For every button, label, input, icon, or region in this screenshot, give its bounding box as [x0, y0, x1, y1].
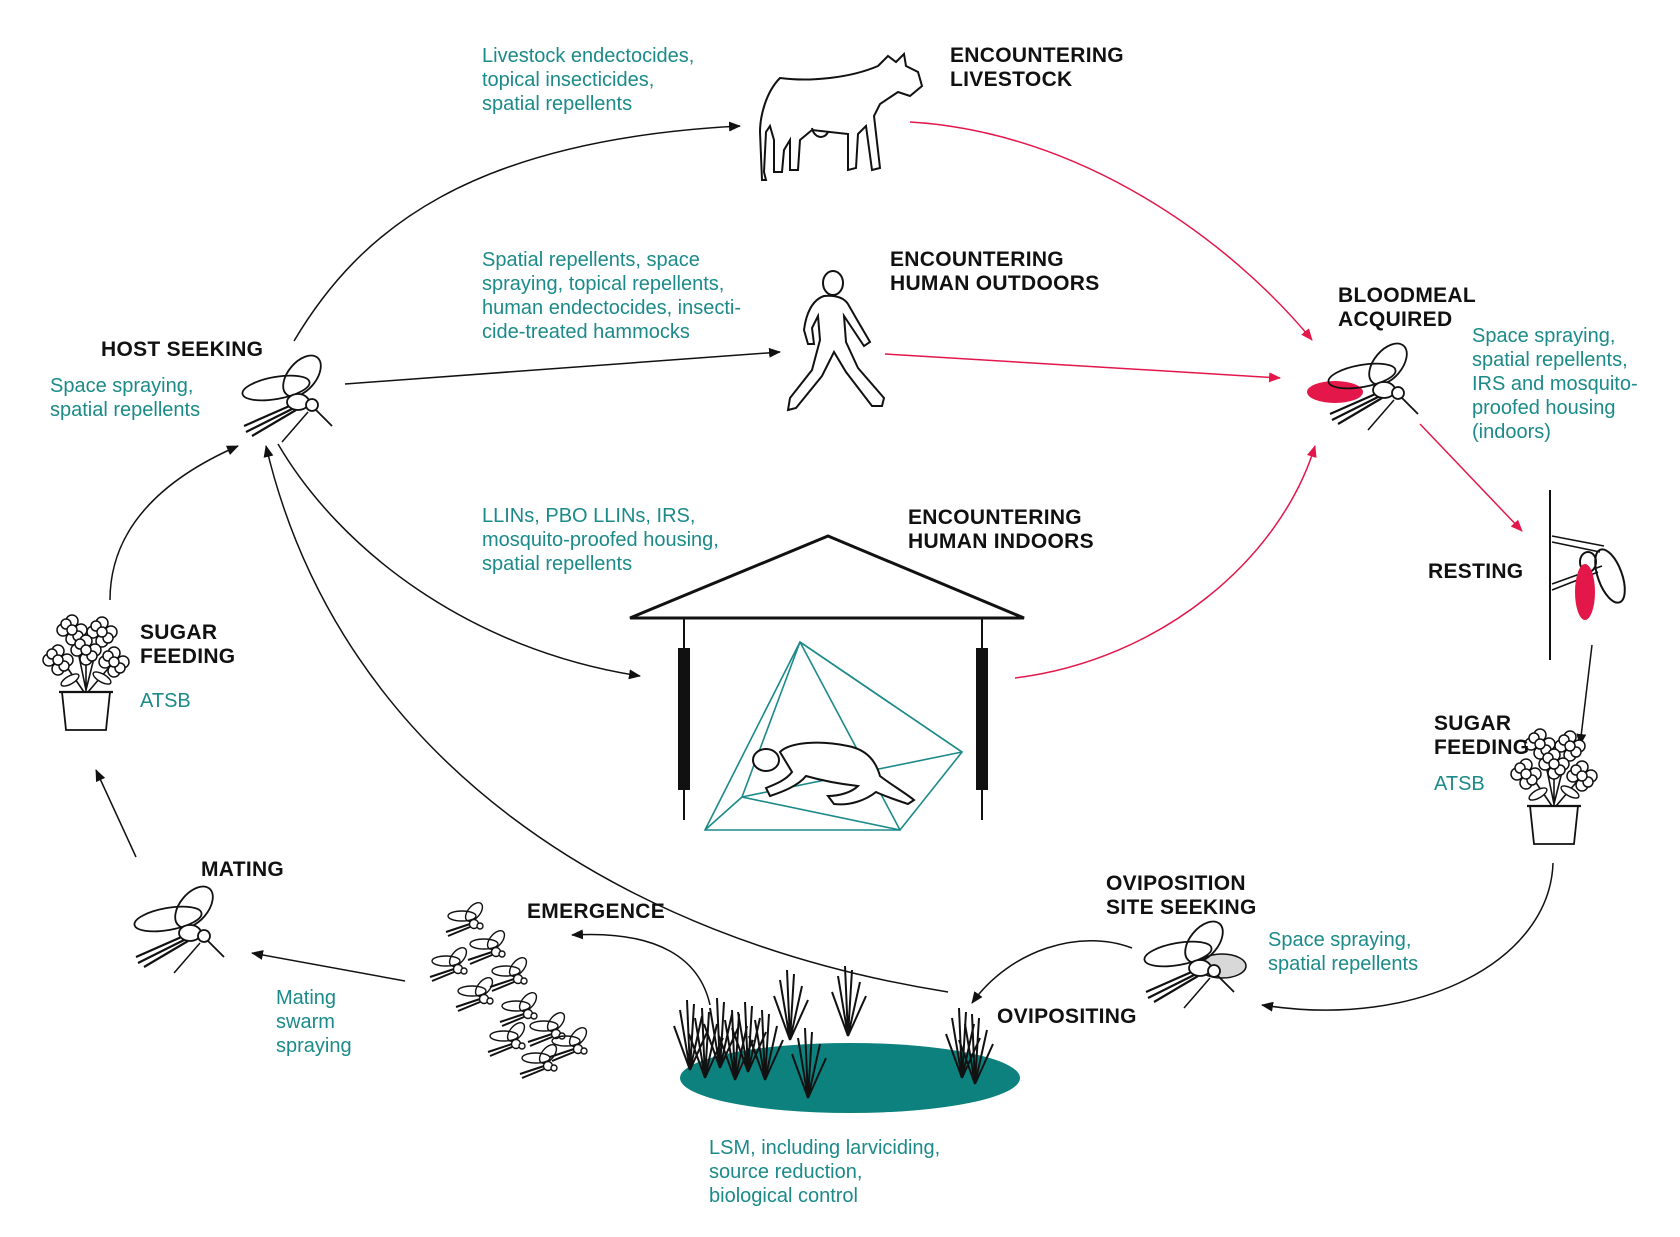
house-icon	[629, 534, 1025, 820]
arrow-livestock-to-bloodmeal	[909, 121, 1313, 341]
interventions-livestock: Livestock endectocides,topical insectici…	[482, 45, 695, 115]
arrow-outdoors-to-bloodmeal	[884, 353, 1281, 383]
interventions-oviposition-seeking: Space spraying,spatial repellents	[1268, 929, 1419, 975]
mosquito-icon	[1141, 913, 1247, 1010]
interventions-sugar-feeding-right: ATSB	[1434, 773, 1485, 795]
arrow-resting-to-sugar	[1576, 644, 1593, 746]
arrows	[95, 121, 1593, 1012]
arrow-mating-to-sugar	[95, 769, 137, 858]
arrow-sugar-to-host	[109, 445, 239, 601]
emerging-mosquitoes-icon	[429, 898, 591, 1079]
arrow-ovipositing-to-host	[263, 445, 949, 993]
interventions-host-seeking: Space spraying,spatial repellents	[50, 375, 201, 421]
label-emergence: EMERGENCE	[527, 900, 666, 923]
bednet-icon	[703, 640, 964, 831]
label-ovipositing: OVIPOSITING	[997, 1005, 1137, 1028]
arrow-bloodmeal-to-resting	[1419, 423, 1523, 532]
interventions-bloodmeal: Space spraying,spatial repellents,IRS an…	[1472, 325, 1638, 443]
mosquito-icon	[239, 347, 334, 444]
arrow-oviposition-seeking-to-ovipositing	[971, 940, 1133, 1004]
label-mating: MATING	[201, 858, 285, 881]
interventions-human-indoors: LLINs, PBO LLINs, IRS,mosquito-proofed h…	[482, 505, 719, 575]
label-resting: RESTING	[1428, 560, 1524, 583]
arrow-host-to-human-outdoors	[344, 347, 781, 385]
arrow-sugar-to-oviposition	[1261, 862, 1554, 1012]
label-host-seeking: HOST SEEKING	[101, 338, 264, 361]
arrow-larvae-to-emergence	[571, 929, 711, 1006]
sleeping-person-icon	[752, 741, 916, 806]
arrow-host-to-livestock	[293, 121, 741, 342]
interventions-sugar-feeding-left: ATSB	[140, 690, 191, 712]
cow-icon	[758, 51, 924, 181]
blood-fed-mosquito-icon	[1307, 335, 1420, 432]
mosquito-icon	[131, 878, 226, 975]
walking-person-icon	[786, 270, 886, 412]
arrow-host-to-human-indoors	[277, 443, 641, 680]
interventions-larval: LSM, including larviciding,source reduct…	[709, 1137, 941, 1207]
flower-pot-icon	[43, 615, 129, 730]
arrow-emergence-to-mating	[251, 950, 406, 982]
resting-wall-icon	[1549, 490, 1626, 660]
arrow-indoors-to-bloodmeal	[1014, 445, 1317, 679]
